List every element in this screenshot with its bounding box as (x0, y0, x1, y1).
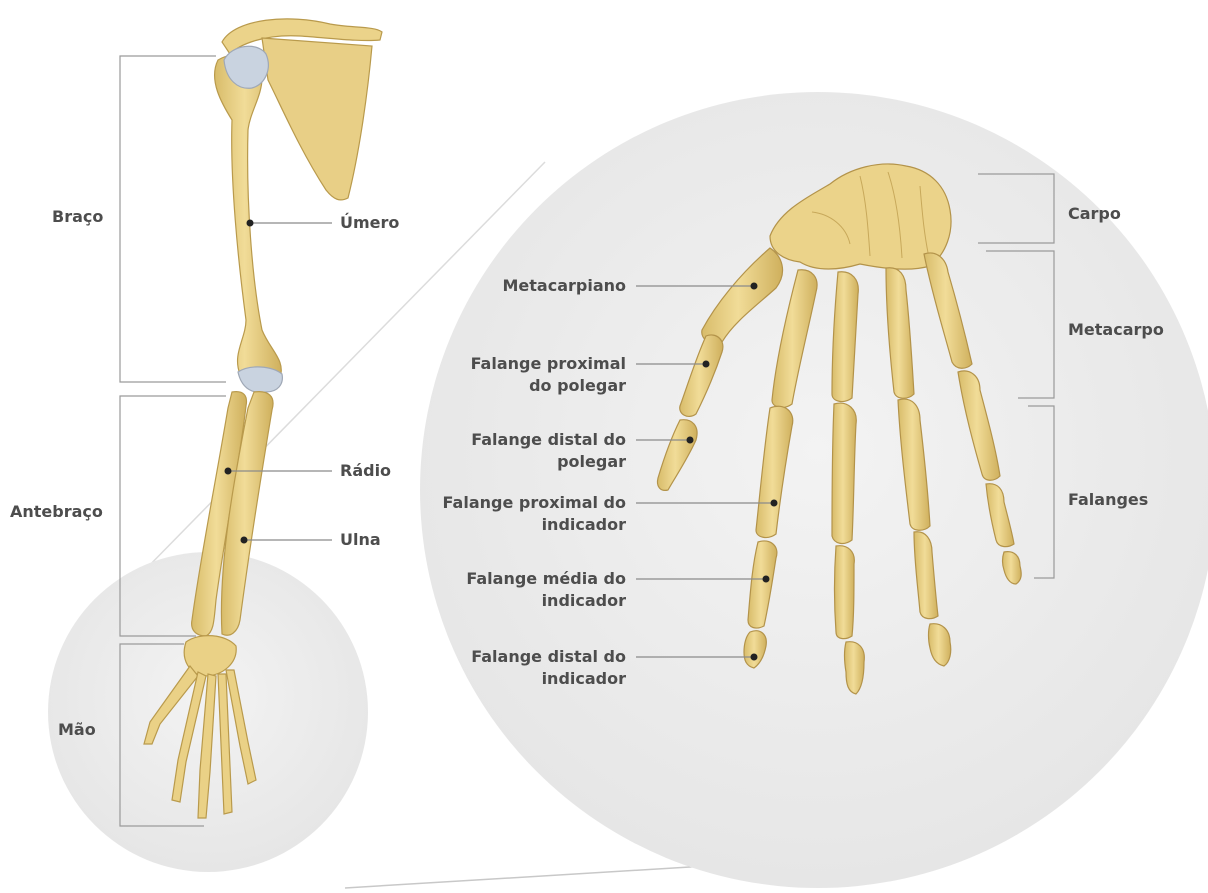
middle-proximal-phalanx (832, 403, 856, 543)
middle-middle-phalanx (835, 546, 855, 639)
label-radio: Rádio (340, 460, 391, 482)
label-metacarpiano: Metacarpiano (502, 275, 626, 297)
label-carpo: Carpo (1068, 203, 1121, 225)
label-falange-media-indicador-line2: indicador (466, 590, 626, 612)
elbow-cartilage (238, 367, 282, 393)
scapula (262, 38, 372, 200)
label-falange-distal-polegar-line1: Falange distal do (471, 429, 626, 451)
label-falange-proximal-indicador-line1: Falange proximal do (443, 492, 626, 514)
label-falange-proximal-indicador-line2: indicador (443, 514, 626, 536)
label-falange-media-indicador: Falange média do indicador (466, 568, 626, 612)
label-falange-distal-polegar: Falange distal do polegar (471, 429, 626, 473)
label-umero: Úmero (340, 212, 399, 234)
label-braco: Braço (52, 206, 103, 228)
label-falanges: Falanges (1068, 489, 1148, 511)
label-antebraco: Antebraço (10, 501, 103, 523)
label-metacarpo: Metacarpo (1068, 319, 1164, 341)
label-mao: Mão (58, 719, 96, 741)
humerus (215, 55, 282, 384)
bracket-braco (120, 56, 226, 382)
label-falange-proximal-polegar-line1: Falange proximal (471, 353, 626, 375)
label-falange-media-indicador-line1: Falange média do (466, 568, 626, 590)
label-falange-distal-indicador: Falange distal do indicador (471, 646, 626, 690)
label-falange-distal-indicador-line2: indicador (471, 668, 626, 690)
label-falange-proximal-polegar: Falange proximal do polegar (471, 353, 626, 397)
middle-distal-phalanx (845, 642, 865, 694)
label-falange-proximal-indicador: Falange proximal do indicador (443, 492, 626, 536)
label-falange-distal-indicador-line1: Falange distal do (471, 646, 626, 668)
label-falange-distal-polegar-line2: polegar (471, 451, 626, 473)
label-ulna: Ulna (340, 529, 381, 551)
label-falange-proximal-polegar-line2: do polegar (471, 375, 626, 397)
